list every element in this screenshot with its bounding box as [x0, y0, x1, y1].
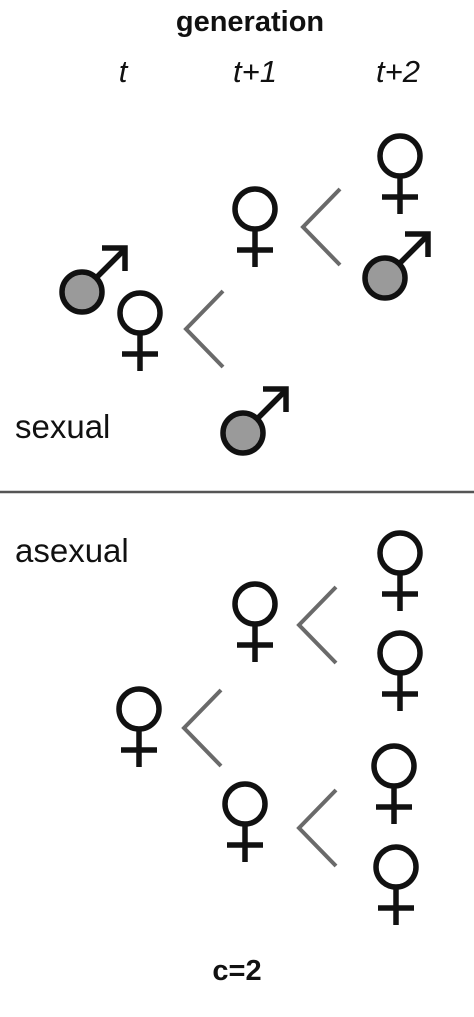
- branch-chevron-icon: [297, 788, 338, 868]
- asexual-section: asexual: [15, 532, 420, 925]
- male-symbol-icon: [365, 234, 428, 298]
- female-symbol-icon: [235, 189, 275, 267]
- asexual-label: asexual: [15, 532, 129, 569]
- female-symbol-icon: [120, 293, 160, 371]
- female-symbol-icon: [380, 633, 420, 711]
- female-symbol-icon: [235, 584, 275, 662]
- generation-label-t1: t+1: [233, 54, 277, 89]
- branch-chevron-icon: [182, 688, 223, 768]
- sexual-section: sexual: [15, 136, 428, 453]
- female-symbol-icon: [380, 533, 420, 611]
- header-title: generation: [176, 6, 324, 38]
- generation-label-t2: t+2: [376, 54, 420, 89]
- male-symbol-icon: [223, 389, 286, 453]
- female-symbol-icon: [225, 784, 265, 862]
- branch-chevron-icon: [301, 187, 342, 267]
- sexual-label: sexual: [15, 408, 110, 445]
- branch-chevron-icon: [184, 289, 225, 369]
- female-symbol-icon: [119, 689, 159, 767]
- footer-label: c=2: [212, 955, 261, 987]
- female-symbol-icon: [374, 746, 414, 824]
- branch-chevron-icon: [297, 585, 338, 665]
- male-symbol-icon: [62, 248, 125, 312]
- female-symbol-icon: [380, 136, 420, 214]
- generation-label-t: t: [119, 54, 129, 89]
- female-symbol-icon: [376, 847, 416, 925]
